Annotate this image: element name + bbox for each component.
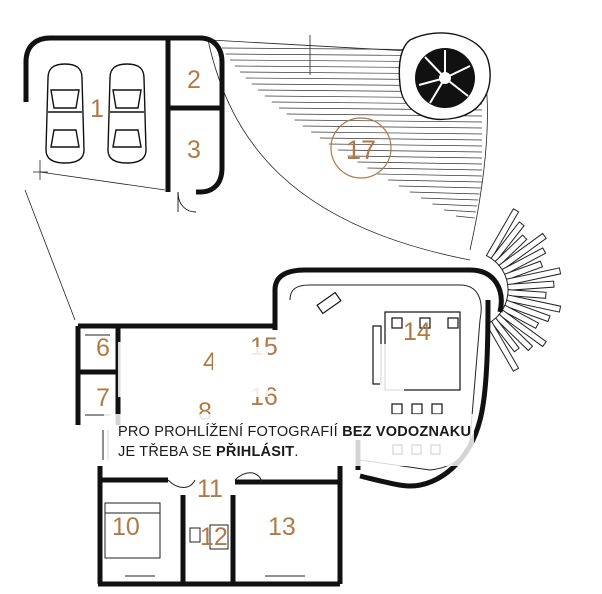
hatch-line (357, 161, 483, 165)
room-number-14: 14 (403, 318, 431, 346)
deck-board (494, 234, 528, 267)
garden-ring (330, 117, 392, 179)
hatch-line (294, 119, 483, 123)
deck-board (504, 260, 544, 281)
tree-icon (398, 32, 491, 120)
watermark-logo (118, 332, 404, 397)
deck-board (490, 221, 525, 263)
deck-board (485, 208, 520, 260)
car-icon (107, 63, 147, 164)
hatch-line (311, 131, 483, 135)
house-walls (75, 323, 361, 587)
deck-board (507, 280, 555, 291)
watermark-text: . (294, 444, 299, 460)
hatch-line (409, 191, 480, 195)
deck-board (507, 289, 547, 299)
room-number-1: 1 (90, 95, 104, 123)
watermark-bold-text: BEZ VODOZNAKU (342, 424, 472, 440)
watermark-text: JE TŘEBA SE (118, 444, 217, 460)
watermark-login-text: PŘIHLÁSIT (216, 444, 295, 460)
hatch-line (319, 137, 483, 141)
hatch-line (338, 149, 483, 153)
deck-board (501, 247, 547, 276)
room-number-2: 2 (187, 66, 201, 94)
garage-walls (23, 35, 225, 195)
hatch-line (377, 173, 483, 177)
deck-board (505, 294, 562, 313)
deck-board (490, 317, 520, 353)
deck-board (494, 313, 534, 352)
hatch-line (432, 203, 478, 207)
watermark-line-1: PRO PROHLÍŽENÍ FOTOGRAFIÍ BEZ VODOZNAKU (118, 424, 471, 440)
deck-board (505, 267, 562, 286)
watermark-text: PRO PROHLÍŽENÍ FOTOGRAFIÍ (118, 424, 343, 440)
room-number-17: 17 (346, 135, 376, 165)
watermark-line-2: JE TŘEBA SE PŘIHLÁSIT. (118, 444, 299, 460)
room-number-11: 11 (197, 475, 223, 503)
hatch-line (302, 125, 483, 129)
watermark-band (104, 414, 474, 466)
deck-board (504, 299, 551, 323)
deck-board (501, 304, 540, 330)
hatch-line (347, 155, 483, 159)
hatch-line (420, 197, 479, 201)
car-icon (45, 63, 85, 164)
deck-board (498, 309, 547, 348)
hatch-line (398, 185, 481, 189)
deck-board (498, 232, 547, 271)
hatch-line (388, 179, 483, 183)
hatch-line (328, 143, 483, 147)
room-number-12: 12 (200, 523, 228, 551)
hatch-line (443, 209, 477, 213)
door-swing-garage (177, 191, 197, 213)
room-number-10: 10 (112, 513, 140, 541)
room-number-7: 7 (96, 384, 110, 412)
room-number-3: 3 (187, 136, 201, 164)
room-number-6: 6 (96, 334, 110, 362)
hatch-line (367, 167, 483, 171)
deck-boards (485, 208, 562, 372)
hatch-line (455, 215, 475, 219)
room-number-13: 13 (268, 513, 296, 541)
